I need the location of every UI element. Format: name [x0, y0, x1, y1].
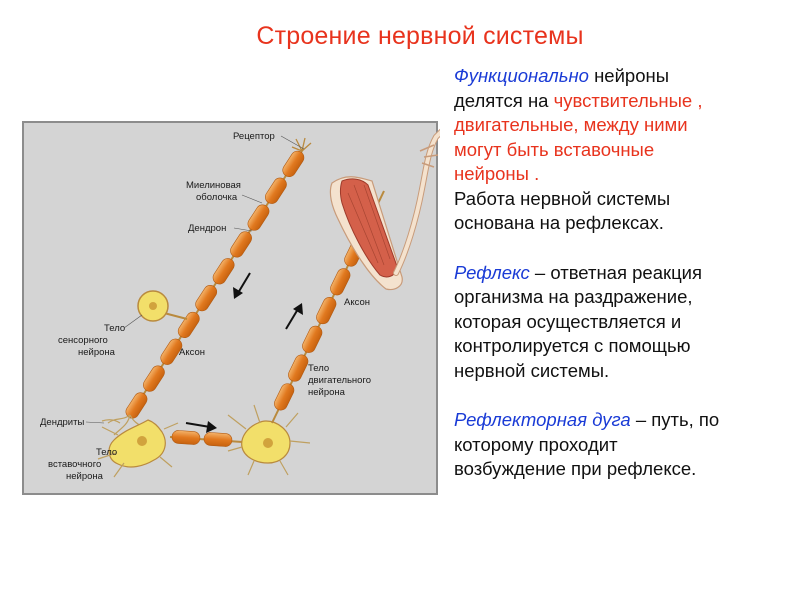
- explanation-text: Функционально нейроны делятся на чувстви…: [454, 64, 794, 507]
- paragraph-reflex: Рефлекс – ответная реакция организма на …: [454, 261, 794, 384]
- text-divided: делятся на: [454, 90, 548, 111]
- term-reflex-arc: Рефлекторная дуга: [454, 409, 631, 430]
- label-inter-body-line1: Тело: [96, 447, 117, 458]
- reflex-arc-diagram: Рецептор Миелиновая оболочка Дендрон Акс…: [22, 121, 438, 495]
- text-work-line2: основана на рефлексах.: [454, 212, 664, 233]
- label-sensory-body-line1: Тело: [104, 323, 125, 334]
- term-motor-between: двигательные, между ними: [454, 114, 688, 135]
- label-motor-body-line1: Тело: [308, 363, 329, 374]
- term-reflex: Рефлекс: [454, 262, 530, 283]
- text-neurons: нейроны: [594, 65, 669, 86]
- label-motor-body-line3: нейрона: [308, 387, 346, 398]
- label-myelin-line2: оболочка: [196, 192, 238, 203]
- label-motor-body-line2: двигательного: [308, 375, 371, 386]
- term-can-be-intercalary: могут быть вставочные: [454, 139, 654, 160]
- paragraph-neuron-types: Функционально нейроны делятся на чувстви…: [454, 64, 794, 236]
- text-reflex-line4: контролируется с помощью: [454, 335, 691, 356]
- label-sensory-body-line2: сенсорного: [58, 335, 108, 346]
- text-reflex-line2: организма на раздражение,: [454, 286, 693, 307]
- paragraph-reflex-arc: Рефлекторная дуга – путь, по которому пр…: [454, 408, 794, 482]
- term-neurons-end: нейроны .: [454, 163, 539, 184]
- text-arc-line1: – путь, по: [636, 409, 719, 430]
- text-work-line1: Работа нервной системы: [454, 188, 670, 209]
- label-sensory-body-line3: нейрона: [78, 347, 116, 358]
- slide-title: Строение нервной системы: [0, 22, 800, 51]
- label-inter-body-line3: нейрона: [66, 471, 104, 482]
- text-arc-line3: возбуждение при рефлексе.: [454, 458, 696, 479]
- label-myelin-line1: Миелиновая: [186, 180, 241, 191]
- text-arc-line2: которому проходит: [454, 434, 618, 455]
- label-axon-sensory: Аксон: [179, 347, 205, 358]
- label-dendron: Дендрон: [188, 223, 226, 234]
- label-inter-body-line2: вставочного: [48, 459, 101, 470]
- text-reflex-line5: нервной системы.: [454, 360, 609, 381]
- label-receptor: Рецептор: [233, 131, 275, 142]
- label-dendrites: Дендриты: [40, 417, 84, 428]
- term-functionally: Функционально: [454, 65, 589, 86]
- text-reflex-line3: которая осуществляется и: [454, 311, 681, 332]
- term-sensory: чувствительные ,: [554, 90, 703, 111]
- label-axon-motor: Аксон: [344, 297, 370, 308]
- text-reflex-line1: – ответная реакция: [535, 262, 702, 283]
